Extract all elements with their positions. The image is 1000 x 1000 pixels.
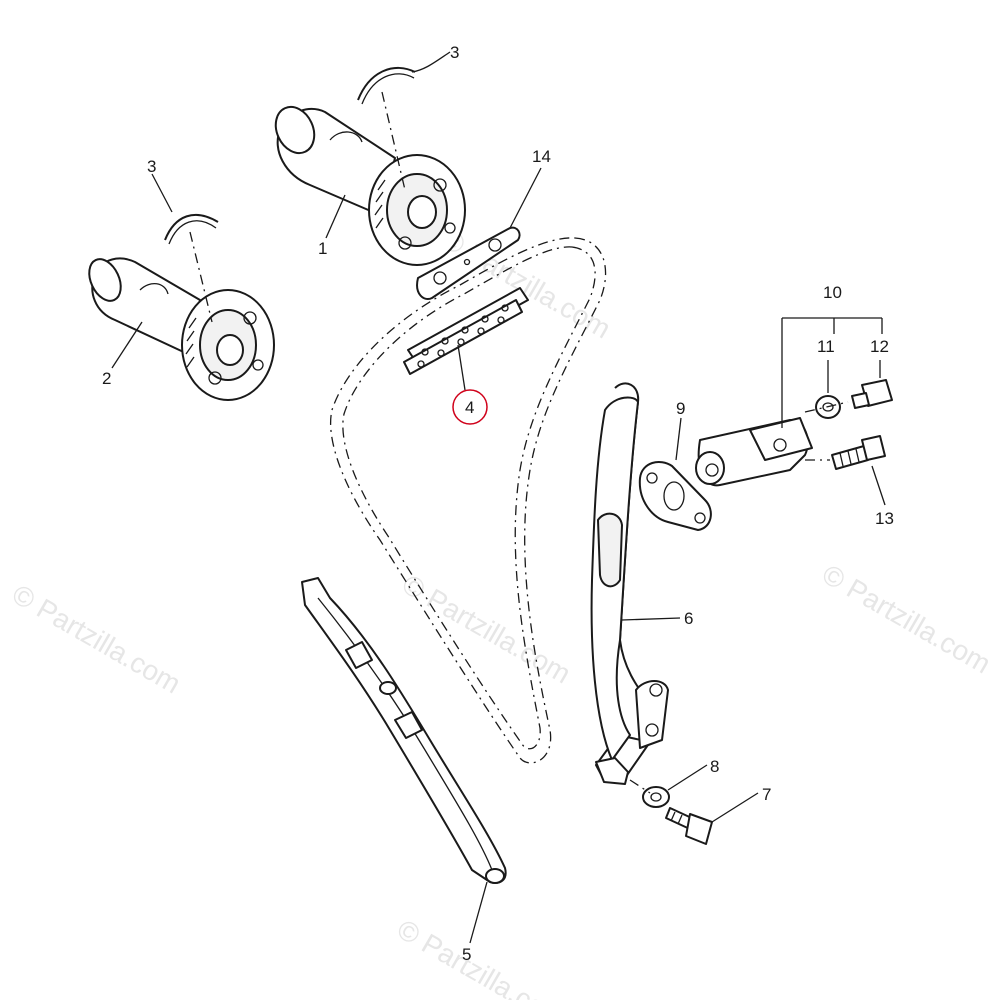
callout-4[interactable]: 4 bbox=[465, 398, 474, 417]
callout-11[interactable]: 11 bbox=[817, 337, 835, 356]
leader-4 bbox=[457, 344, 466, 391]
callout-10[interactable]: 10 bbox=[823, 283, 842, 302]
watermark-2: © Partzilla.com bbox=[817, 558, 996, 679]
bolt-12[interactable] bbox=[851, 379, 893, 409]
callout-8[interactable]: 8 bbox=[710, 757, 719, 776]
leader-3-upper bbox=[411, 51, 451, 73]
callouts: 3 3 14 1 2 4 10 11 12 9 13 6 8 7 5 bbox=[102, 43, 894, 964]
callout-6[interactable]: 6 bbox=[684, 609, 693, 628]
chain-guide-5[interactable] bbox=[301, 577, 507, 884]
watermark-1: © Partzilla.com bbox=[397, 568, 576, 689]
highlight-circle-4 bbox=[452, 389, 488, 425]
axis-3-upper bbox=[381, 91, 406, 191]
circlip-3-lower[interactable] bbox=[164, 213, 219, 245]
leader-13 bbox=[871, 465, 886, 506]
circlip-3-upper[interactable] bbox=[357, 67, 416, 105]
tensioner-guide-6[interactable] bbox=[590, 382, 669, 785]
callout-7[interactable]: 7 bbox=[762, 785, 771, 804]
callout-3-upper[interactable]: 3 bbox=[450, 43, 459, 62]
axis-3-lower bbox=[189, 231, 213, 323]
camshaft-1[interactable] bbox=[269, 101, 466, 266]
chain-guide-14[interactable] bbox=[416, 226, 521, 300]
callout-3-lower[interactable]: 3 bbox=[147, 157, 156, 176]
leader-6 bbox=[621, 617, 681, 621]
leader-lines bbox=[111, 51, 886, 944]
bolt-13[interactable] bbox=[831, 435, 886, 470]
callout-12[interactable]: 12 bbox=[870, 337, 889, 356]
leader-8 bbox=[667, 764, 708, 791]
callout-13[interactable]: 13 bbox=[875, 509, 894, 528]
callout-14[interactable]: 14 bbox=[532, 147, 551, 166]
watermark-4: © Partzilla.com bbox=[392, 913, 571, 1000]
cam-chain-links bbox=[403, 287, 529, 375]
callout-2[interactable]: 2 bbox=[102, 369, 111, 388]
leader-2 bbox=[111, 321, 143, 369]
leader-1 bbox=[325, 194, 346, 239]
leader-3-lower bbox=[151, 173, 173, 213]
leader-9 bbox=[675, 417, 682, 461]
tensioner-10[interactable] bbox=[695, 417, 813, 487]
washer-8[interactable] bbox=[642, 786, 670, 808]
camshaft-2[interactable] bbox=[83, 254, 275, 401]
callout-9[interactable]: 9 bbox=[676, 399, 685, 418]
watermark-3: © Partzilla.com bbox=[7, 578, 186, 699]
bolt-7[interactable] bbox=[665, 807, 713, 845]
leader-7 bbox=[711, 792, 759, 823]
axis-11-12 bbox=[804, 401, 849, 413]
axis-8-7 bbox=[629, 779, 651, 794]
leader-5 bbox=[469, 881, 488, 944]
cam-chain-outer bbox=[329, 237, 607, 764]
leader-14 bbox=[509, 167, 542, 229]
gasket-9[interactable] bbox=[638, 461, 712, 531]
cam-chain[interactable] bbox=[329, 237, 607, 764]
leader-10-bracket bbox=[781, 317, 883, 428]
callout-5[interactable]: 5 bbox=[462, 945, 471, 964]
callout-1[interactable]: 1 bbox=[318, 239, 327, 258]
